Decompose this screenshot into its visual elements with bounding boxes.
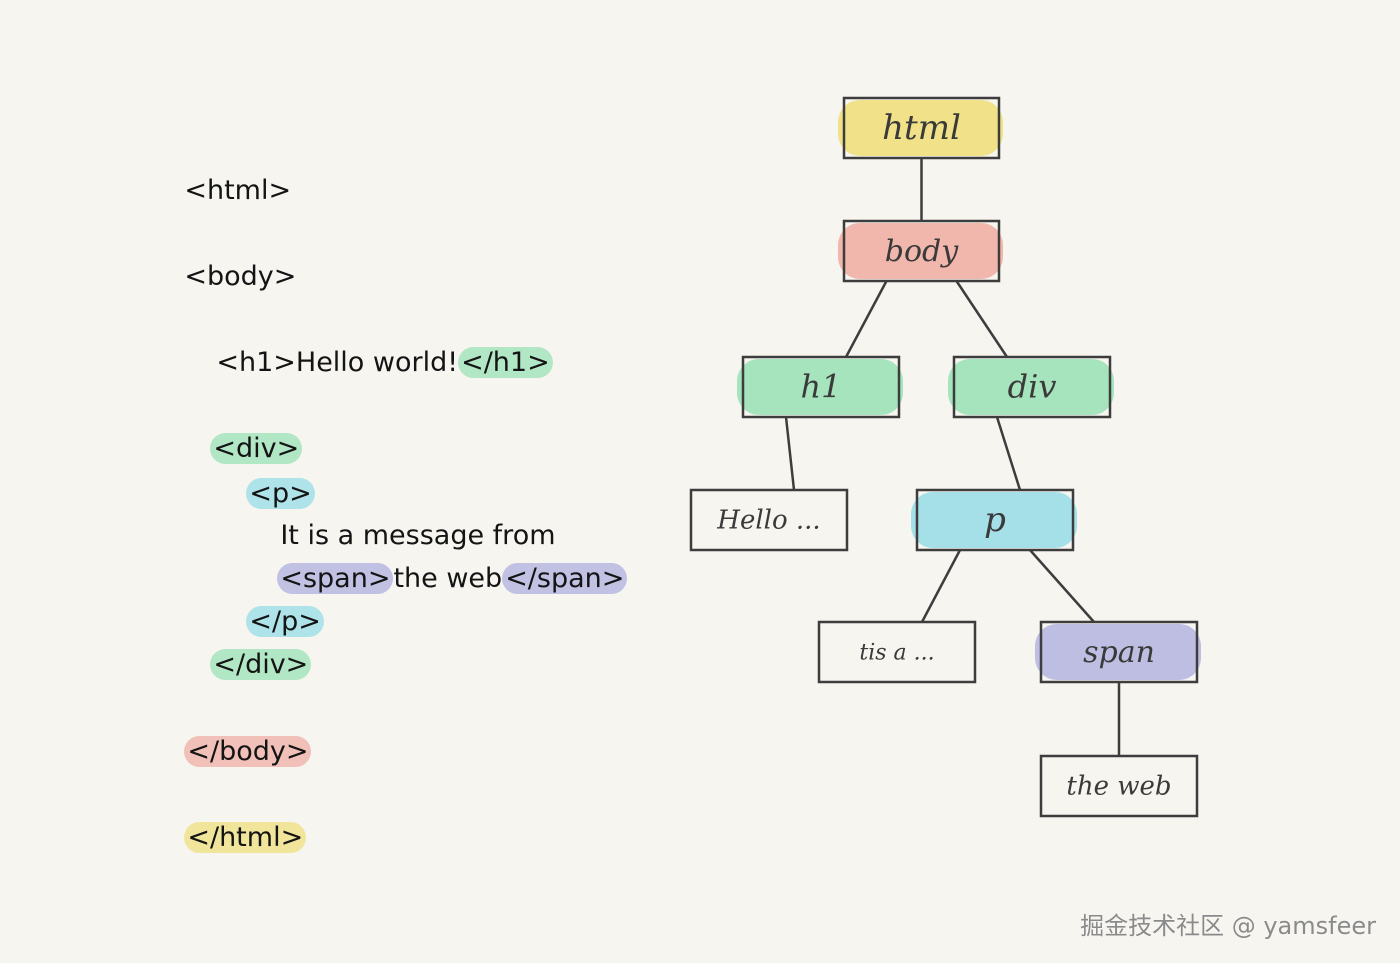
- code-h1-line: <h1>Hello world!</h1>: [182, 312, 553, 414]
- tree-node-text: tis a ...: [817, 620, 977, 684]
- code-p-close: </p>: [212, 571, 324, 673]
- h1-text: Hello world!: [295, 347, 459, 378]
- code-p-open: <p>: [212, 443, 315, 545]
- tree-node-box: [952, 355, 1112, 419]
- watermark: 掘金技术社区 @ yamsfeer: [1080, 912, 1376, 940]
- tree-node-body: body: [838, 219, 1003, 283]
- tree-edge-h1-hello: [784, 416, 796, 491]
- tree-node-box: [741, 355, 901, 419]
- tree-node-label: Hello ...: [716, 506, 820, 536]
- h1-close-tag: </h1>: [458, 347, 553, 378]
- h1-open-tag: <h1>: [216, 347, 296, 378]
- code-html-open: <html>: [184, 175, 292, 206]
- code-html-close: </html>: [150, 787, 307, 889]
- tree-node-label: the web: [1066, 772, 1171, 802]
- tree-node-box: [689, 488, 849, 552]
- tree-edge-body-h1: [844, 280, 888, 358]
- tree-node-label: body: [885, 234, 959, 269]
- tree-node-h1: h1: [737, 355, 903, 419]
- tree-node-label: span: [1083, 635, 1155, 670]
- tree-edge-p-text: [920, 549, 962, 623]
- tree-node-box: [817, 620, 977, 684]
- span-close-tag: </span>: [502, 563, 628, 594]
- code-body-open: <body>: [184, 261, 297, 292]
- tree-edge-div-p: [995, 416, 1022, 491]
- tree-node-label: p: [984, 500, 1006, 540]
- tree-node-label: html: [882, 108, 961, 148]
- tree-node-box: [915, 488, 1075, 552]
- code-body-close: </body>: [150, 701, 312, 803]
- tree-node-p: p: [911, 488, 1077, 552]
- tree-edge-p-span: [1029, 549, 1095, 623]
- code-span-line: <span>the web</span>: [243, 528, 628, 630]
- tree-edges: [784, 158, 1121, 756]
- code-div-open: <div>: [176, 398, 303, 500]
- tree-node-box: [842, 219, 1001, 283]
- tree-node-box: [1039, 620, 1199, 684]
- tree-node-web: the web: [1039, 754, 1199, 818]
- tree-node-box: [1039, 754, 1199, 818]
- tree-node-highlight: [948, 359, 1114, 415]
- tree-node-highlight: [911, 492, 1077, 548]
- span-open-tag: <span>: [277, 563, 394, 594]
- tree-node-span: span: [1035, 620, 1201, 684]
- tree-node-label: div: [1008, 368, 1057, 406]
- tree-node-html: html: [838, 96, 1003, 160]
- tree-node-label: tis a ...: [859, 640, 934, 665]
- tree-node-highlight: [838, 100, 1003, 156]
- tree-edge-body-div: [955, 280, 1009, 358]
- tree-node-highlight: [737, 359, 903, 415]
- span-text: the web: [393, 563, 503, 594]
- tree-node-hello: Hello ...: [689, 488, 849, 552]
- code-div-close: </div>: [176, 614, 312, 716]
- tree-node-label: h1: [801, 368, 842, 406]
- code-p-text: It is a message from: [280, 520, 556, 551]
- tree-node-div: div: [948, 355, 1114, 419]
- tree-node-box: [842, 96, 1001, 160]
- tree-node-highlight: [1035, 624, 1201, 680]
- tree-node-highlight: [838, 223, 1003, 279]
